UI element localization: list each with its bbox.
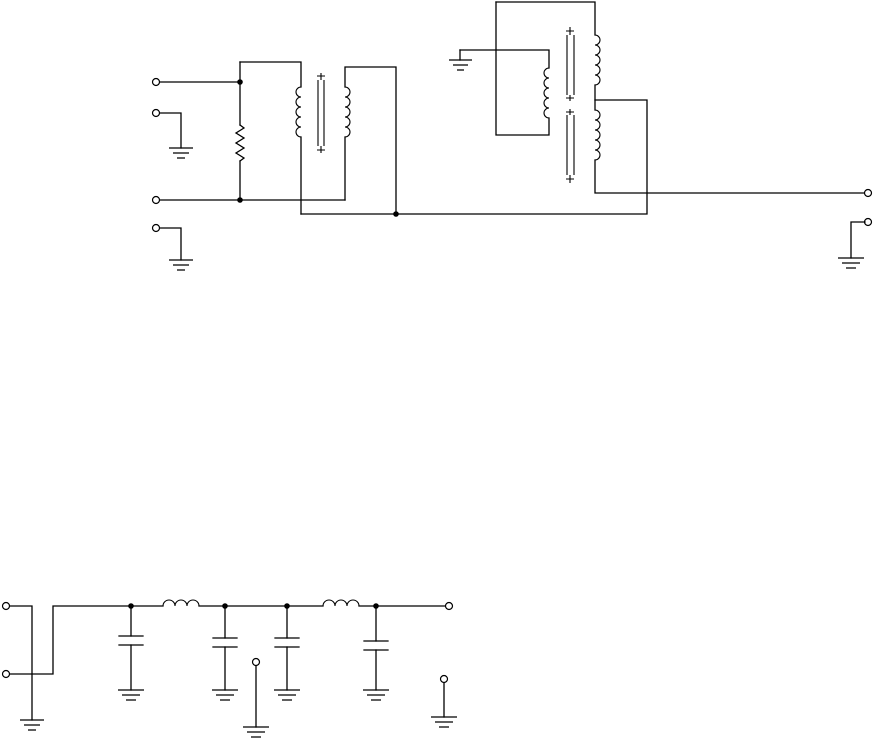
wire xyxy=(460,50,549,68)
capacitor-icon xyxy=(364,641,388,650)
wire xyxy=(301,100,647,214)
input-terminal-3[interactable] xyxy=(153,197,160,204)
ground-icon xyxy=(431,717,457,727)
wire xyxy=(10,606,163,674)
resistor-icon xyxy=(236,125,244,161)
transformer2-primary-coil-icon xyxy=(544,68,549,118)
wire xyxy=(160,113,181,148)
capacitor-icon xyxy=(213,638,237,647)
wire xyxy=(160,228,181,260)
ground-terminal-2[interactable] xyxy=(441,676,448,683)
ground-icon xyxy=(212,690,238,700)
transformer-secondary-coil-icon xyxy=(345,87,350,137)
wire xyxy=(10,606,32,720)
transformer-primary-coil-icon xyxy=(296,87,301,137)
filter-input-terminal-2[interactable] xyxy=(3,671,10,678)
ground-icon xyxy=(838,258,864,268)
ground-icon xyxy=(118,690,144,700)
wire xyxy=(851,222,865,258)
ground-icon xyxy=(169,260,193,270)
transformer-network xyxy=(153,2,872,270)
input-terminal-4[interactable] xyxy=(153,225,160,232)
input-terminal-1[interactable] xyxy=(153,79,160,86)
wire xyxy=(345,67,396,214)
ground-icon xyxy=(169,148,193,158)
capacitor-icon xyxy=(119,636,143,645)
ground-icon xyxy=(243,727,269,737)
transformer-core-icon xyxy=(566,27,574,183)
input-terminal-2[interactable] xyxy=(153,110,160,117)
wire xyxy=(240,62,301,87)
wire xyxy=(496,2,595,35)
ground-terminal-1[interactable] xyxy=(253,659,260,666)
capacitor-icon xyxy=(275,638,299,647)
ground-icon xyxy=(274,690,300,700)
filter-input-terminal-1[interactable] xyxy=(3,603,10,610)
inductor-icon xyxy=(323,600,359,606)
lc-filter xyxy=(3,600,458,737)
inductor-icon xyxy=(163,600,199,606)
output-terminal-1[interactable] xyxy=(865,190,872,197)
filter-output-terminal[interactable] xyxy=(446,603,453,610)
transformer-core-icon xyxy=(317,73,325,153)
transformer2-upper-secondary-coil-icon xyxy=(595,35,600,85)
transformer2-lower-secondary-coil-icon xyxy=(595,110,600,160)
junction-dot xyxy=(393,211,399,217)
ground-icon xyxy=(449,50,472,70)
ground-icon xyxy=(363,690,389,700)
ground-icon xyxy=(20,720,44,730)
wire xyxy=(496,2,549,135)
wire xyxy=(595,160,865,193)
